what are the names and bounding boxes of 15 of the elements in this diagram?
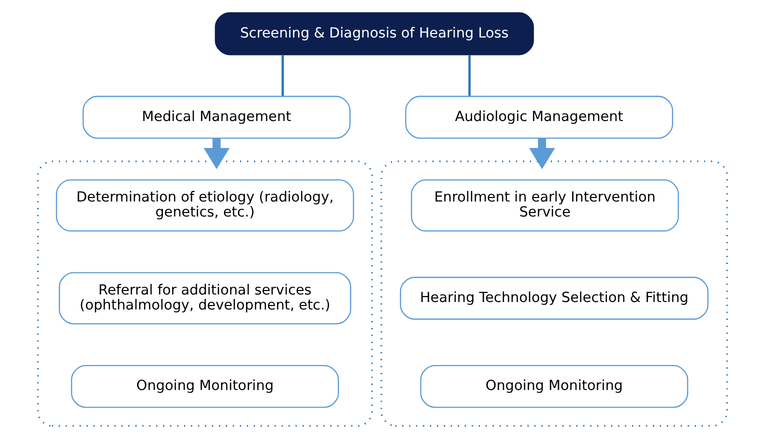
arrow: [529, 138, 555, 170]
connector: [468, 54, 471, 96]
node-box: Ongoing Monitoring: [420, 364, 688, 408]
cluster: [380, 160, 728, 427]
arrow: [204, 138, 230, 170]
node-box: Referral for additional services (ophthalmology, development, etc.): [58, 272, 352, 324]
node-box: Enrollment in early Intervention Service: [410, 179, 679, 232]
node-box: Audiologic Management: [405, 96, 674, 139]
node-box: Determination of etiology (radiology, genetics, etc.): [56, 179, 354, 232]
node-box: Hearing Technology Selection & Fitting: [400, 276, 709, 320]
node-box: Ongoing Monitoring: [71, 364, 339, 408]
node-box: Medical Management: [82, 96, 351, 139]
connector: [282, 54, 284, 96]
cluster: [37, 160, 373, 427]
node-box: Screening & Diagnosis of Hearing Loss: [214, 12, 534, 56]
